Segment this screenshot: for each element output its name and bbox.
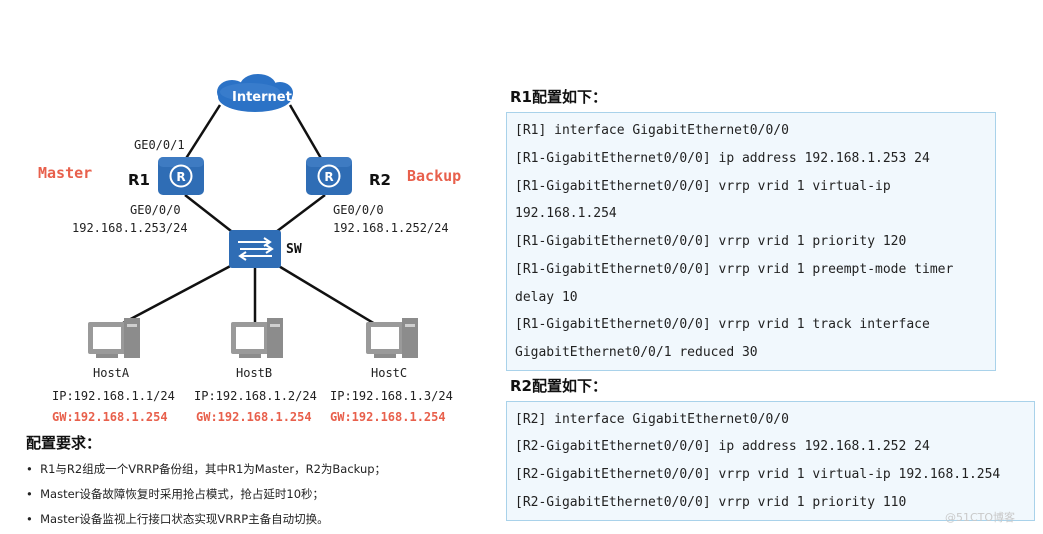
router-r1-icon: R [158,157,204,195]
r1-ip: 192.168.1.253/24 [72,221,188,235]
r1-name: R1 [128,171,150,189]
link-internet-r1 [183,104,222,161]
link-internet-r2 [288,104,324,161]
host-c-name: HostC [371,366,408,380]
r2-config-line: [R2-GigabitEthernet0/0/0] vrrp vrid 1 pr… [515,495,907,510]
r2-config-line: [R2] interface GigabitEthernet0/0/0 [515,412,789,427]
r1-config-line: [R1-GigabitEthernet0/0/0] vrrp vrid 1 pr… [515,234,907,249]
r1-role-label: Master [38,164,93,182]
r2-name: R2 [369,171,391,189]
topology-links [109,104,386,332]
r1-config-line: [R1-GigabitEthernet0/0/0] vrrp vrid 1 vi… [515,179,891,194]
host-b-name: HostB [236,366,273,380]
r1-config-line: delay 10 [515,290,578,305]
host-c-computer-icon [366,318,418,358]
host-b-ip: IP:192.168.1.2/24 [194,389,317,403]
svg-text:R: R [324,170,333,184]
router-r2-icon: R [306,157,352,195]
svg-text:R: R [176,170,185,184]
host-b-computer-icon [231,318,283,358]
host-a-gateway: GW:192.168.1.254 [52,410,168,424]
r2-downlink-port: GE0/0/0 [333,203,384,217]
r1-config-box: [R1] interface GigabitEthernet0/0/0 [R1-… [506,112,996,371]
watermark: @51CTO博客 [945,511,1016,524]
network-topology: R R [88,74,418,358]
requirements-title: 配置要求： [26,434,102,452]
r1-downlink-port: GE0/0/0 [130,203,181,217]
requirement-item: • R1与R2组成一个VRRP备份组，其中R1为Master，R2为Backup… [26,462,387,476]
requirement-item: • Master设备故障恢复时采用抢占模式，抢占延时10秒； [26,487,325,501]
r1-config-line: [R1] interface GigabitEthernet0/0/0 [515,123,789,138]
r2-role-label: Backup [407,167,462,185]
host-a-name: HostA [93,366,130,380]
link-sw-hostc [271,260,386,332]
host-a-ip: IP:192.168.1.1/24 [52,389,175,403]
r2-ip: 192.168.1.252/24 [333,221,449,235]
host-c-ip: IP:192.168.1.3/24 [330,389,453,403]
r2-config-line: [R2-GigabitEthernet0/0/0] ip address 192… [515,439,930,454]
r1-config-line: [R1-GigabitEthernet0/0/0] vrrp vrid 1 pr… [515,262,954,277]
requirement-item: • Master设备监视上行接口状态实现VRRP主备自动切换。 [26,512,329,526]
host-c-gateway: GW:192.168.1.254 [330,410,446,424]
r1-config-line: [R1-GigabitEthernet0/0/0] vrrp vrid 1 tr… [515,317,930,332]
host-b-gateway: GW:192.168.1.254 [196,410,312,424]
r1-uplink-port: GE0/0/1 [134,138,185,152]
switch-icon [229,230,281,268]
internet-cloud-icon [217,74,293,112]
internet-label: Internet [232,90,292,105]
r2-config-line: [R2-GigabitEthernet0/0/0] vrrp vrid 1 vi… [515,467,1001,482]
r2-config-title: R2配置如下： [510,377,607,395]
r2-config-box: [R2] interface GigabitEthernet0/0/0 [R2-… [506,401,1035,521]
r1-config-line: GigabitEthernet0/0/1 reduced 30 [515,345,758,360]
r1-config-line: 192.168.1.254 [515,206,617,221]
r1-config-line: [R1-GigabitEthernet0/0/0] ip address 192… [515,151,930,166]
host-a-computer-icon [88,318,140,358]
switch-label: SW [286,242,302,257]
r1-config-title: R1配置如下： [510,88,607,106]
